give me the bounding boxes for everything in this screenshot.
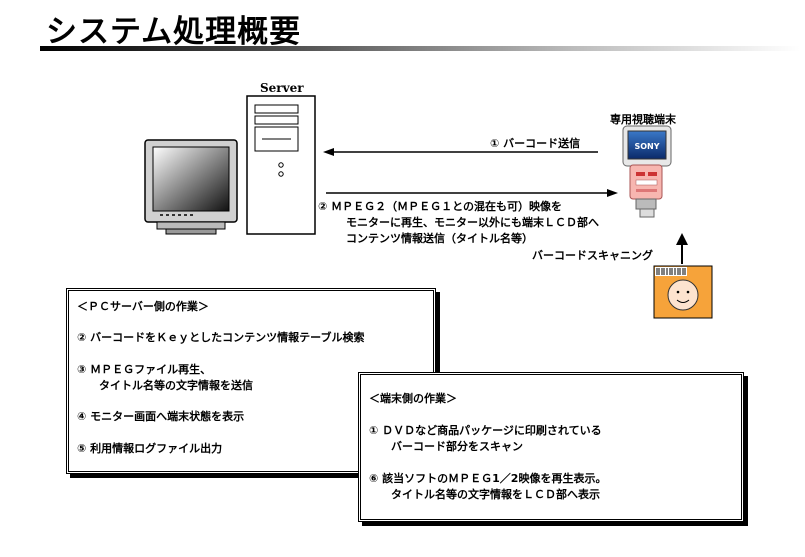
server-label: Server [260,81,304,95]
mpeg-transfer-line: コンテンツ情報送信（タイトル名等） [346,232,533,245]
terminal-task-item: タイトル名等の文字情報をＬＣＤ部へ表示 [391,488,600,501]
mpeg-transfer-line: ② ＭＰＥＧ２（ＭＰＥＧ１との混在も可）映像を [318,200,563,213]
terminal-box-heading: ＜端末側の作業＞ [369,392,457,405]
pc-box-heading: ＜ＰＣサーバー側の作業＞ [77,300,209,313]
pc-task-item: ⑤ 利用情報ログファイル出力 [77,442,223,455]
terminal-task-item: ① ＤＶＤなど商品パッケージに印刷されている [369,424,602,437]
terminal-task-item: ⑥ 該当ソフトのＭＰＥＧ1／2映像を再生表示。 [369,472,607,485]
pc-task-item: ④ モニター画面へ端末状態を表示 [77,410,245,423]
pc-task-item: ② バーコードをＫｅｙとしたコンテンツ情報テーブル検索 [77,331,365,344]
terminal-label: 専用視聴端末 [610,113,676,126]
title-underline [40,46,800,51]
terminal-brand: SONY [634,142,659,151]
scan-up-arrow [676,233,688,264]
scan-label: バーコードスキャニング [532,249,653,262]
kiosk-terminal-icon: SONY [622,125,672,218]
barcode-send-label: ① バーコード送信 [490,137,581,150]
barcode-send-arrow [323,148,598,156]
pc-task-item: ③ ＭＰＥＧファイル再生、 [77,363,212,376]
server-tower-icon [246,95,316,235]
monitor-icon [144,139,238,235]
pc-task-item: タイトル名等の文字情報を送信 [99,379,253,392]
terminal-tasks-box: ＜端末側の作業＞ ① ＤＶＤなど商品パッケージに印刷されている バーコード部分を… [358,372,744,522]
terminal-task-item: バーコード部分をスキャン [391,440,523,453]
mpeg-transfer-line: モニターに再生、モニター以外にも端末ＬＣＤ部へ [346,216,599,229]
barcode-package-icon [653,265,713,319]
mpeg-transfer-arrow [326,189,618,197]
mpeg-transfer-label: ② ＭＰＥＧ２（ＭＰＥＧ１との混在も可）映像を モニターに再生、モニター以外にも… [318,199,599,247]
page-title: システム処理概要 [46,14,302,50]
